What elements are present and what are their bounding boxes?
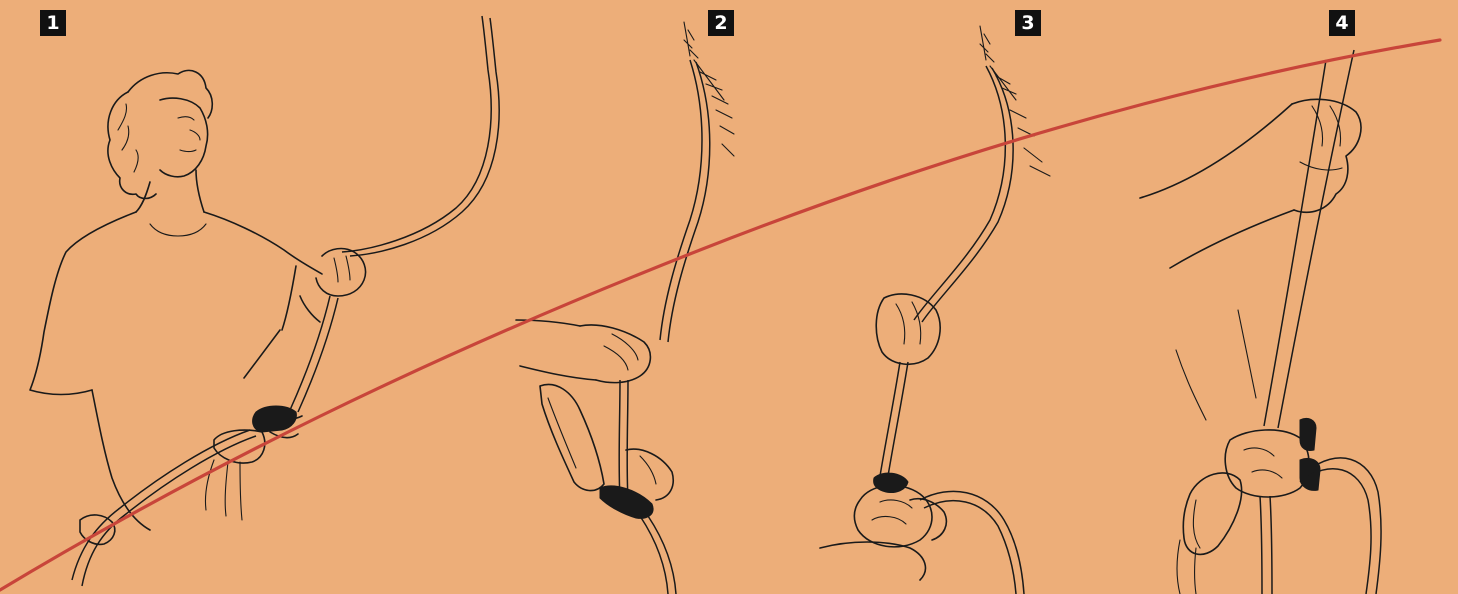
step-number-badge: 2 [708,10,734,36]
panel-2-rope-through-device [516,22,734,594]
panel-1-belayer-figure [30,16,499,586]
step-number-badge: 4 [1329,10,1355,36]
panel-4-grip-above [1140,50,1381,594]
step-number-badge: 1 [40,10,66,36]
red-guide-line [0,40,1440,590]
panel-3-brake-hand [820,26,1050,594]
step-number-badge: 3 [1015,10,1041,36]
